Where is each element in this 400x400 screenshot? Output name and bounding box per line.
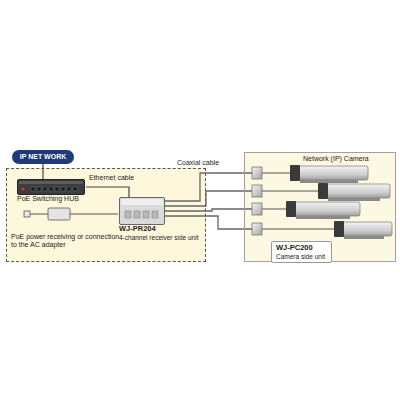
node-title: Network (IP) Camera bbox=[303, 155, 393, 163]
ac-adapter bbox=[24, 208, 118, 220]
cable-label: Ethernet cable bbox=[88, 174, 135, 182]
network-camera bbox=[286, 201, 360, 219]
network-camera bbox=[290, 165, 368, 183]
switching-hub: PoE Switching HUB bbox=[17, 179, 86, 203]
coaxial-cables bbox=[164, 173, 252, 229]
camera-unit-label: WJ-PC200Camera side unit bbox=[271, 241, 332, 263]
network-pill: IP NET WORK bbox=[12, 150, 74, 164]
site-region: PoE Switching HUB WJ-PR2044-channel recei… bbox=[6, 168, 206, 262]
cable-line bbox=[86, 187, 129, 197]
hub-illustration bbox=[17, 179, 85, 195]
node-title: WJ-PR204 bbox=[119, 225, 200, 234]
cable-label: Coaxial cable bbox=[176, 159, 220, 167]
node-title: PoE power receiving or connection to the… bbox=[11, 233, 123, 249]
node-title: PoE Switching HUB bbox=[17, 195, 86, 203]
region-text-holder: PoE power receiving or connection to the… bbox=[11, 233, 123, 249]
receiver-unit: WJ-PR2044-channel receiver side unit bbox=[119, 197, 200, 241]
node-subtitle: Camera side unit bbox=[276, 253, 327, 260]
node-subtitle: 4-channel receiver side unit bbox=[119, 234, 200, 241]
region-text-holder: Network (IP) Camera bbox=[303, 155, 393, 163]
node-title: IP NET WORK bbox=[20, 153, 67, 161]
camera-region: WJ-PC200Camera side unit Network (IP) Cam… bbox=[244, 152, 396, 262]
node-title: WJ-PC200 bbox=[276, 244, 327, 253]
network-camera bbox=[318, 183, 390, 201]
receiver-illustration bbox=[119, 197, 165, 225]
region-fill bbox=[6, 168, 206, 262]
cable-line bbox=[42, 164, 43, 179]
network-camera bbox=[334, 221, 392, 239]
